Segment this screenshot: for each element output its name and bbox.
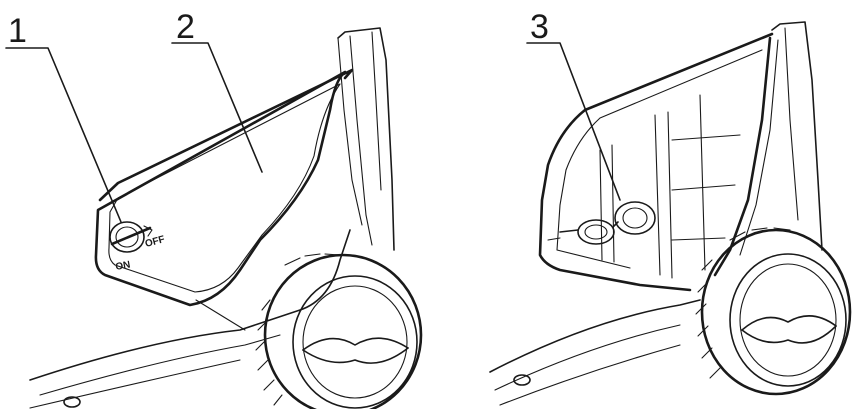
callout-number-3: 3	[530, 8, 549, 46]
key-switch: OFF ON	[109, 221, 166, 273]
leader-line-2	[171, 42, 263, 173]
right-view	[489, 21, 852, 406]
callout-number-2: 2	[176, 8, 195, 46]
left-view: OFF ON	[5, 27, 423, 409]
callout-number-1: 1	[8, 12, 27, 50]
switch-on-label: ON	[115, 260, 132, 273]
switch-mechanism	[547, 201, 656, 245]
leader-line-3	[526, 42, 621, 201]
leader-line-1	[5, 47, 122, 223]
right-wheel	[695, 227, 852, 396]
switch-off-label: OFF	[144, 234, 166, 250]
left-wheel	[255, 253, 423, 409]
